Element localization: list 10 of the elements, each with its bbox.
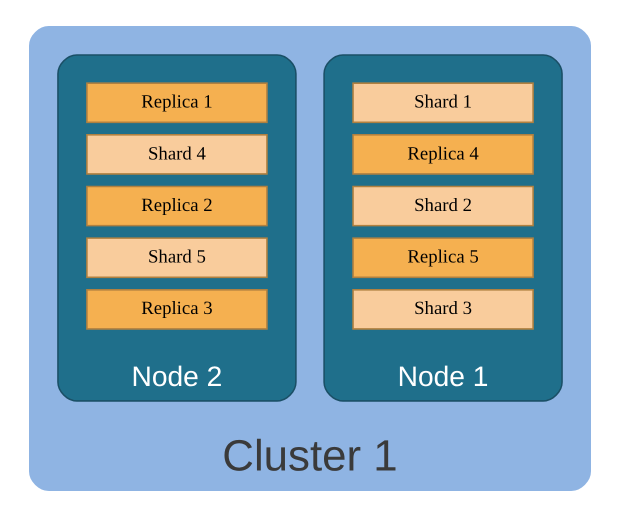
node-box: Replica 1	[86, 82, 268, 124]
node-box: Replica 4	[352, 134, 534, 175]
node-box: Shard 1	[352, 82, 534, 124]
node-box: Shard 5	[86, 237, 268, 278]
node-box: Shard 2	[352, 186, 534, 226]
node-box: Replica 2	[86, 186, 268, 226]
node-box: Replica 3	[86, 289, 268, 330]
node-box: Replica 5	[352, 237, 534, 278]
node-box: Shard 4	[86, 134, 268, 175]
node-box: Shard 3	[352, 289, 534, 330]
